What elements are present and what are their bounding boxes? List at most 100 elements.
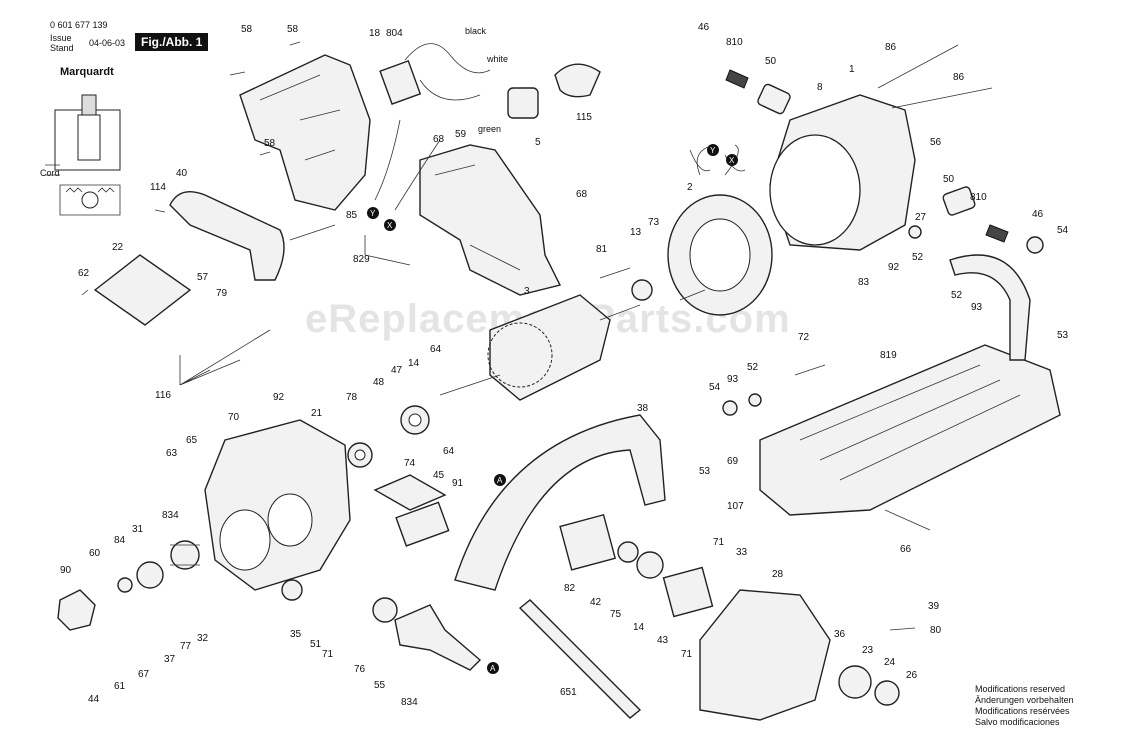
svg-text:810: 810 — [726, 37, 743, 48]
svg-text:79: 79 — [216, 288, 228, 299]
svg-text:Y: Y — [710, 146, 716, 155]
svg-text:45: 45 — [433, 470, 445, 481]
svg-text:68: 68 — [433, 134, 445, 145]
svg-text:24: 24 — [884, 657, 896, 668]
svg-text:819: 819 — [880, 350, 897, 361]
bearing-cover — [395, 501, 450, 547]
svg-text:71: 71 — [681, 649, 693, 660]
svg-text:23: 23 — [862, 645, 874, 656]
flange — [559, 513, 617, 571]
bevel-bracket — [949, 254, 1031, 361]
svg-text:27: 27 — [915, 212, 927, 223]
svg-text:61: 61 — [114, 681, 126, 692]
svg-text:77: 77 — [180, 641, 192, 652]
svg-text:71: 71 — [713, 537, 725, 548]
svg-text:green: green — [478, 124, 501, 134]
svg-text:73: 73 — [648, 217, 660, 228]
cord-clamp — [554, 63, 601, 98]
svg-text:31: 31 — [132, 524, 144, 535]
lever — [518, 599, 642, 719]
svg-text:43: 43 — [657, 635, 669, 646]
svg-text:56: 56 — [930, 137, 942, 148]
svg-text:36: 36 — [834, 629, 846, 640]
screws — [81, 41, 993, 631]
issue-date: 04-06-03 — [89, 38, 126, 48]
svg-text:54: 54 — [1057, 225, 1069, 236]
brush-holders — [725, 69, 1009, 243]
svg-text:107: 107 — [727, 501, 744, 512]
svg-text:834: 834 — [401, 697, 418, 708]
flange-plate — [662, 566, 714, 618]
svg-text:64: 64 — [430, 344, 442, 355]
svg-text:76: 76 — [354, 664, 366, 675]
svg-text:829: 829 — [353, 254, 370, 265]
svg-text:71: 71 — [322, 649, 334, 660]
svg-text:74: 74 — [404, 458, 416, 469]
svg-text:81: 81 — [596, 244, 608, 255]
svg-text:2: 2 — [687, 182, 693, 193]
field-stator — [667, 144, 773, 316]
svg-text:38: 38 — [637, 403, 649, 414]
svg-text:85: 85 — [346, 210, 358, 221]
svg-text:52: 52 — [951, 290, 963, 301]
svg-text:93: 93 — [971, 302, 983, 313]
svg-text:21: 21 — [311, 408, 323, 419]
part-number-labels: 58 58 58 18 804 46 810 50 86 86 1 8 5 11… — [60, 22, 1069, 708]
svg-text:5: 5 — [535, 137, 541, 148]
bearing-plate — [373, 474, 447, 511]
bearings — [117, 225, 1044, 706]
svg-text:92: 92 — [273, 392, 285, 403]
svg-text:22: 22 — [112, 242, 124, 253]
motor-housing — [769, 94, 916, 251]
svg-text:58: 58 — [241, 24, 253, 35]
armature — [439, 294, 641, 401]
svg-text:50: 50 — [943, 174, 955, 185]
svg-text:62: 62 — [78, 268, 90, 279]
handle-housing — [239, 54, 371, 211]
svg-text:67: 67 — [138, 669, 150, 680]
spindle — [394, 604, 482, 671]
svg-text:47: 47 — [391, 365, 403, 376]
svg-text:A: A — [497, 476, 503, 485]
svg-text:53: 53 — [1057, 330, 1069, 341]
svg-text:28: 28 — [772, 569, 784, 580]
svg-text:83: 83 — [858, 277, 870, 288]
figure-label: Fig./Abb. 1 — [135, 33, 209, 51]
svg-text:75: 75 — [610, 609, 622, 620]
svg-text:46: 46 — [698, 22, 710, 33]
switch-title: Marquardt — [60, 66, 114, 78]
modifications-de: Änderungen vorbehalten — [975, 695, 1074, 705]
svg-text:58: 58 — [264, 138, 276, 149]
svg-text:35: 35 — [290, 629, 302, 640]
switch — [379, 59, 422, 105]
svg-text:14: 14 — [633, 622, 645, 633]
svg-text:68: 68 — [576, 189, 588, 200]
svg-text:59: 59 — [455, 129, 467, 140]
svg-text:18: 18 — [369, 28, 381, 39]
svg-text:69: 69 — [727, 456, 739, 467]
svg-text:84: 84 — [114, 535, 126, 546]
svg-text:8: 8 — [817, 82, 823, 93]
svg-text:14: 14 — [408, 358, 420, 369]
svg-text:46: 46 — [1032, 209, 1044, 220]
svg-text:58: 58 — [287, 24, 299, 35]
base-plate — [759, 344, 1061, 516]
svg-text:54: 54 — [709, 382, 721, 393]
brush-cover — [93, 254, 192, 326]
svg-text:52: 52 — [747, 362, 759, 373]
svg-text:52: 52 — [912, 252, 924, 263]
svg-text:X: X — [387, 221, 393, 230]
svg-text:13: 13 — [630, 227, 642, 238]
svg-text:53: 53 — [699, 466, 711, 477]
svg-text:80: 80 — [930, 625, 942, 636]
svg-text:72: 72 — [798, 332, 810, 343]
svg-text:44: 44 — [88, 694, 100, 705]
svg-text:26: 26 — [906, 670, 918, 681]
svg-text:42: 42 — [590, 597, 602, 608]
modifications-en: Modifications reserved — [975, 684, 1066, 694]
svg-text:51: 51 — [310, 639, 322, 650]
wires — [374, 43, 746, 211]
svg-text:3: 3 — [524, 286, 530, 297]
svg-text:66: 66 — [900, 544, 912, 555]
